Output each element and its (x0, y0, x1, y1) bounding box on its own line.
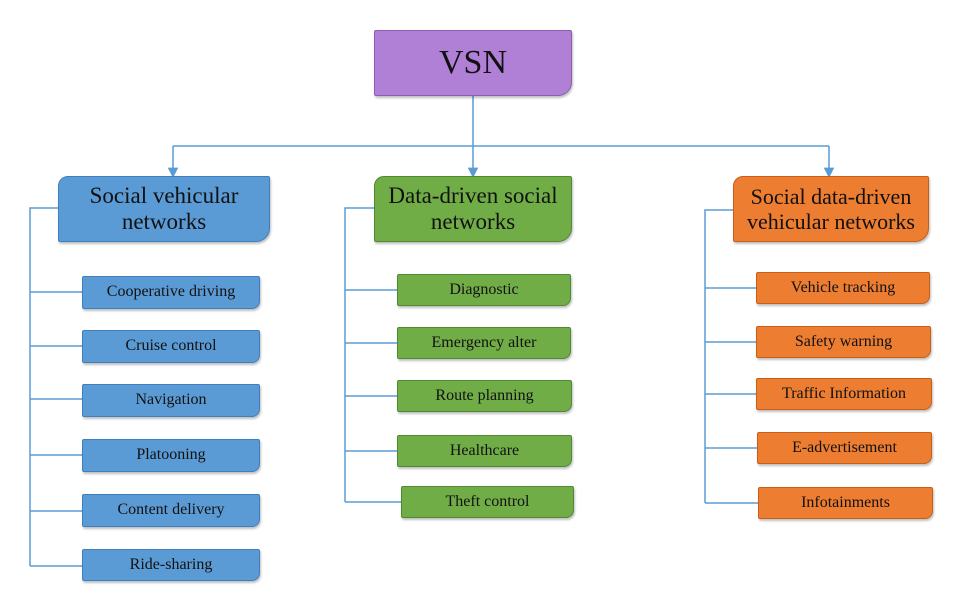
leaf-label: E-advertisement (792, 438, 897, 456)
leaf-label: Healthcare (449, 441, 520, 459)
leaf-node: Infotainments (758, 487, 933, 519)
leaf-label: Diagnostic (449, 280, 519, 298)
leaf-node: E-advertisement (757, 432, 932, 464)
leaf-node: Route planning (397, 380, 572, 412)
leaf-node: Navigation (82, 384, 260, 417)
category-social-data-driven-vehicular-networks: Social data-driven vehicular networks (733, 176, 929, 242)
leaf-node: Emergency alter (397, 327, 571, 359)
leaf-label: Navigation (135, 391, 207, 409)
leaf-node: Cruise control (82, 330, 260, 363)
leaf-node: Healthcare (397, 435, 572, 467)
leaf-node: Cooperative driving (82, 276, 260, 309)
category-label: Data-driven social networks (388, 182, 558, 234)
leaf-label: Safety warning (794, 332, 893, 350)
leaf-node: Theft control (401, 486, 574, 518)
leaf-node: Safety warning (756, 326, 931, 358)
leaf-label: Platooning (136, 446, 206, 464)
leaf-label: Infotainments (801, 493, 890, 511)
leaf-node: Vehicle tracking (756, 272, 930, 304)
leaf-label: Traffic Information (782, 384, 906, 402)
category-data-driven-social-networks: Data-driven social networks (374, 176, 572, 242)
category-label: Social vehicular networks (89, 182, 239, 234)
col2-spine (344, 207, 374, 502)
category-social-vehicular-networks: Social vehicular networks (58, 176, 270, 242)
category-label: Social data-driven vehicular networks (747, 183, 915, 234)
leaf-node: Content delivery (82, 494, 260, 527)
col1-spine (29, 207, 58, 566)
leaf-label: Vehicle tracking (790, 278, 896, 296)
leaf-label: Theft control (445, 492, 530, 510)
leaf-node: Diagnostic (397, 274, 571, 306)
root-node: VSN (374, 30, 572, 96)
leaf-node: Traffic Information (756, 378, 932, 410)
leaf-label: Cooperative driving (106, 283, 236, 301)
leaf-node: Platooning (82, 439, 260, 472)
leaf-label: Cruise control (125, 337, 217, 355)
leaf-node: Ride-sharing (82, 549, 260, 581)
leaf-label: Emergency alter (431, 333, 537, 351)
col3-spine (704, 209, 733, 503)
leaf-label: Content delivery (117, 501, 225, 519)
leaf-label: Route planning (435, 386, 534, 404)
leaf-label: Ride-sharing (129, 555, 213, 573)
root-label: VSN (438, 44, 508, 82)
